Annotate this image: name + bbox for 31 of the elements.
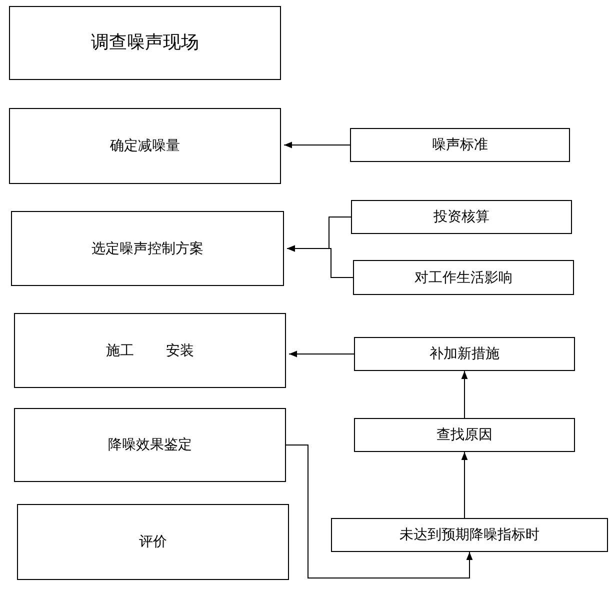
arrow bbox=[286, 245, 354, 278]
box-label: 选定噪声控制方案 bbox=[92, 240, 204, 258]
arrow bbox=[284, 142, 350, 148]
box-label: 确定减噪量 bbox=[110, 137, 180, 156]
process-box bbox=[14, 408, 286, 482]
process-box bbox=[9, 6, 281, 80]
arrow bbox=[461, 452, 468, 518]
box-label: 补加新措施 bbox=[430, 345, 500, 364]
box-label: 施工 bbox=[106, 342, 134, 360]
box-label: 投资核算 bbox=[434, 208, 490, 227]
process-box bbox=[14, 313, 286, 388]
process-box bbox=[331, 518, 608, 552]
arrow bbox=[286, 444, 473, 578]
process-box bbox=[11, 211, 284, 286]
process-box bbox=[9, 108, 281, 184]
process-box bbox=[354, 337, 575, 371]
box-label: 降噪效果鉴定 bbox=[108, 436, 192, 455]
arrow bbox=[461, 370, 468, 418]
box-label: 安装 bbox=[166, 342, 194, 360]
box-label: 噪声标准 bbox=[432, 136, 488, 155]
box-label: 评价 bbox=[139, 533, 167, 552]
arrow bbox=[288, 350, 354, 358]
box-label: 未达到预期降噪指标时 bbox=[400, 526, 540, 545]
process-box bbox=[17, 504, 289, 580]
box-label: 调查噪声现场 bbox=[91, 31, 199, 55]
process-box bbox=[353, 260, 574, 295]
process-box bbox=[354, 418, 575, 452]
process-box bbox=[350, 128, 570, 162]
process-box bbox=[351, 200, 572, 234]
box-label: 对工作生活影响 bbox=[414, 268, 512, 288]
box-label: 查找原因 bbox=[436, 426, 492, 445]
